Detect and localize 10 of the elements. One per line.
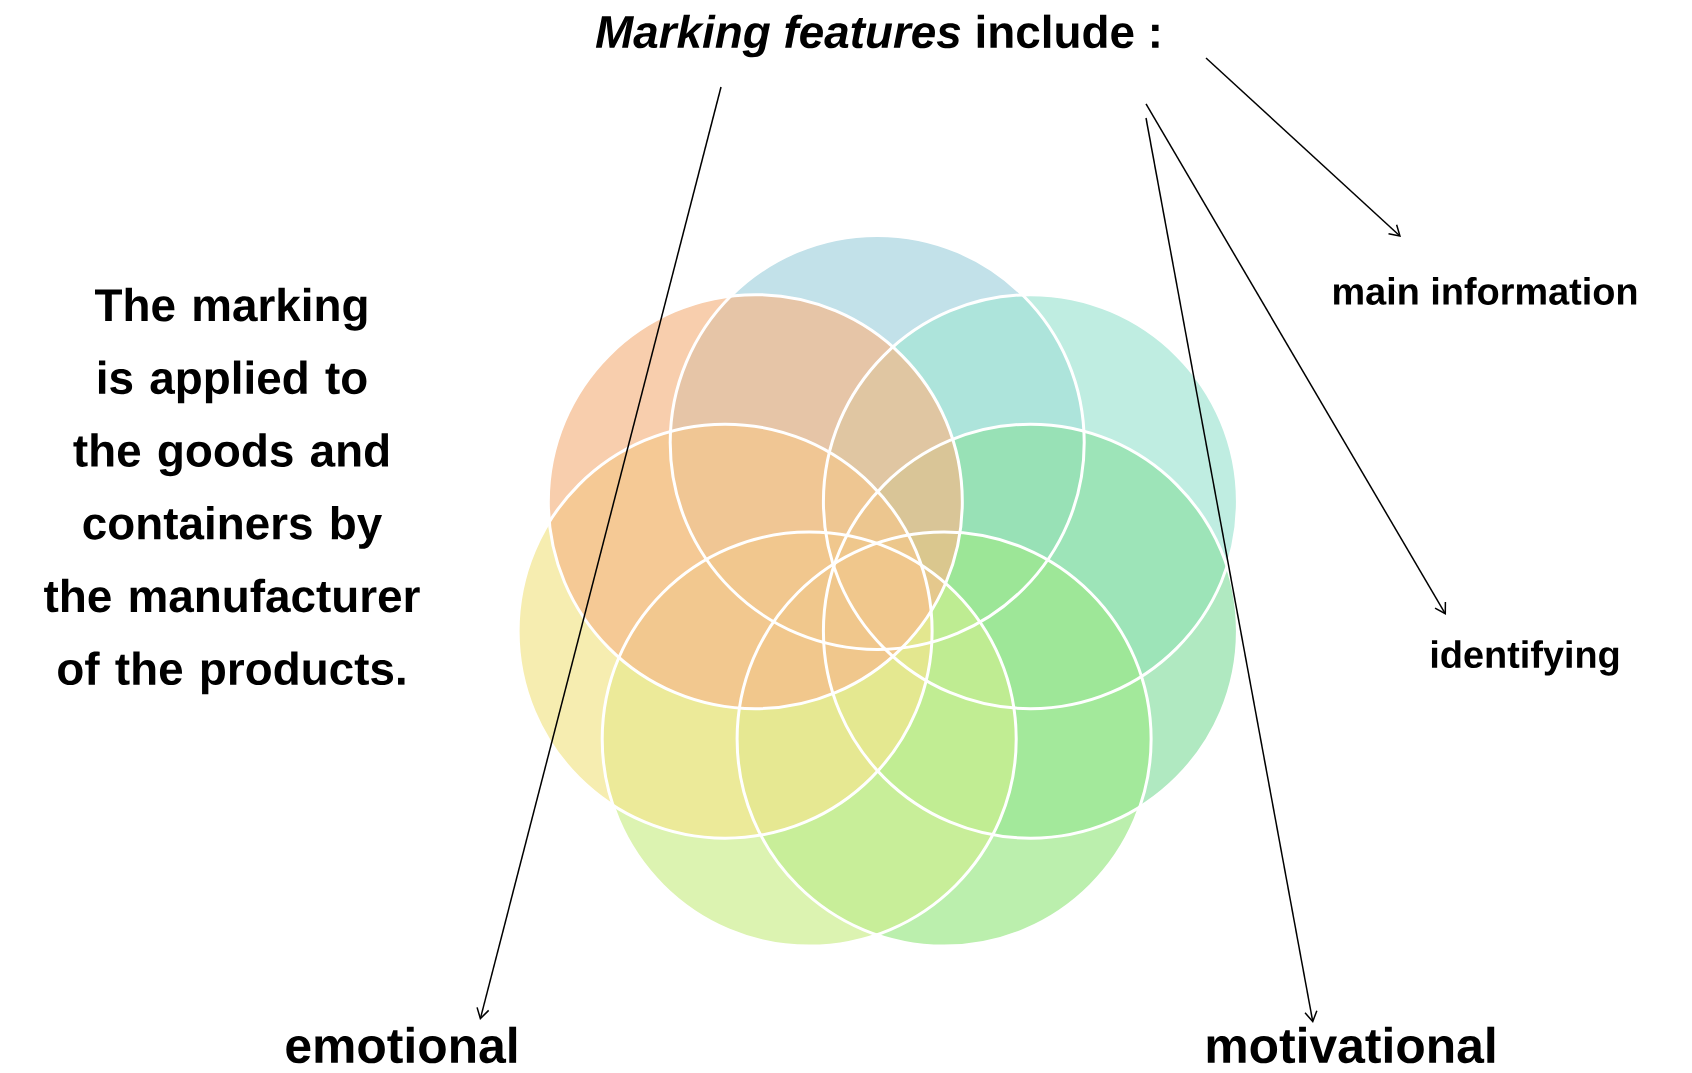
arrow bbox=[1145, 103, 1447, 615]
arrow-target-text: emotional bbox=[286, 1026, 517, 1064]
arrow bbox=[1145, 117, 1318, 1023]
arrow-target-text: Marking features include : bbox=[595, 14, 1159, 58]
arrow-target-text: main information bbox=[1334, 277, 1637, 305]
arrow-target-text: identifying bbox=[1431, 640, 1619, 676]
arrow-target-text: motivational bbox=[1207, 1026, 1495, 1064]
arrow bbox=[476, 86, 722, 1020]
arrow bbox=[1205, 57, 1401, 237]
description-text: The marking is applied to the goods and containers by the manufacturer of the products. bbox=[44, 287, 420, 695]
